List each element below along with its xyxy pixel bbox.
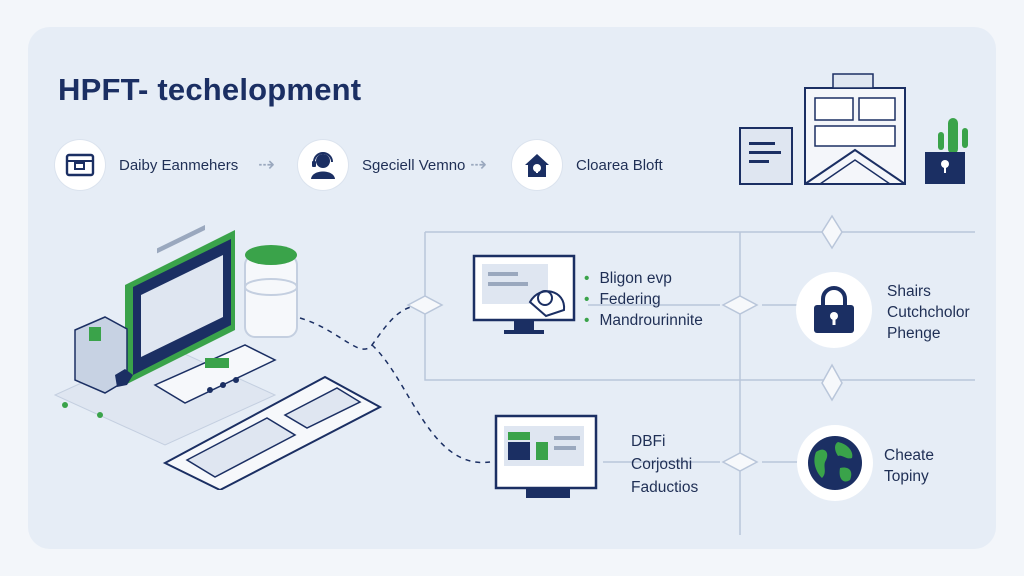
dashboard-monitor-icon [494,414,598,498]
globe-icon[interactable] [797,425,873,501]
bullet-item: Bligon evp [599,268,703,289]
dbfi-node-text: DBFi Corjosthi Faductios [631,430,698,499]
bullet-item: Federing [599,289,703,310]
user-headset-icon [298,140,348,190]
page-title: HPFT- techelopment [58,72,362,107]
step-2-label: Sgeciell Vemno [362,156,466,174]
dbfi-line: Corjosthi [631,456,693,473]
dbfi-line: Faductios [631,479,699,496]
globe-line: Topiny [884,468,929,485]
step-3[interactable]: Cloarea Bloft [512,140,663,190]
step-1-label: Daiby Eanmehers [119,156,239,174]
monitor-icon [472,254,576,334]
step-3-label: Cloarea Bloft [576,156,663,174]
arrow-right-icon: ⇢ [470,154,487,176]
security-node-text: Shairs Cutchcholor Phenge [887,281,970,344]
lock-icon[interactable] [796,272,872,348]
window-icon [55,140,105,190]
computer-illustration [53,225,383,490]
arrow-right-icon: ⇢ [258,154,275,176]
middle-bullet-list: Bligon evp Federing Mandrourinnite [584,268,703,331]
house-lock-icon [512,140,562,190]
step-1[interactable]: Daiby Eanmehers [55,140,238,190]
security-line: Shairs [887,283,931,300]
globe-node-text: Cheate Topiny [884,445,934,487]
globe-line: Cheate [884,447,934,464]
dbfi-line: DBFi [631,433,666,450]
security-line: Cutchcholor [887,304,970,321]
step-2[interactable]: Sgeciell Vemno [298,140,465,190]
security-line: Phenge [887,325,941,342]
top-right-illustration [739,73,968,185]
bullet-item: Mandrourinnite [599,310,702,331]
